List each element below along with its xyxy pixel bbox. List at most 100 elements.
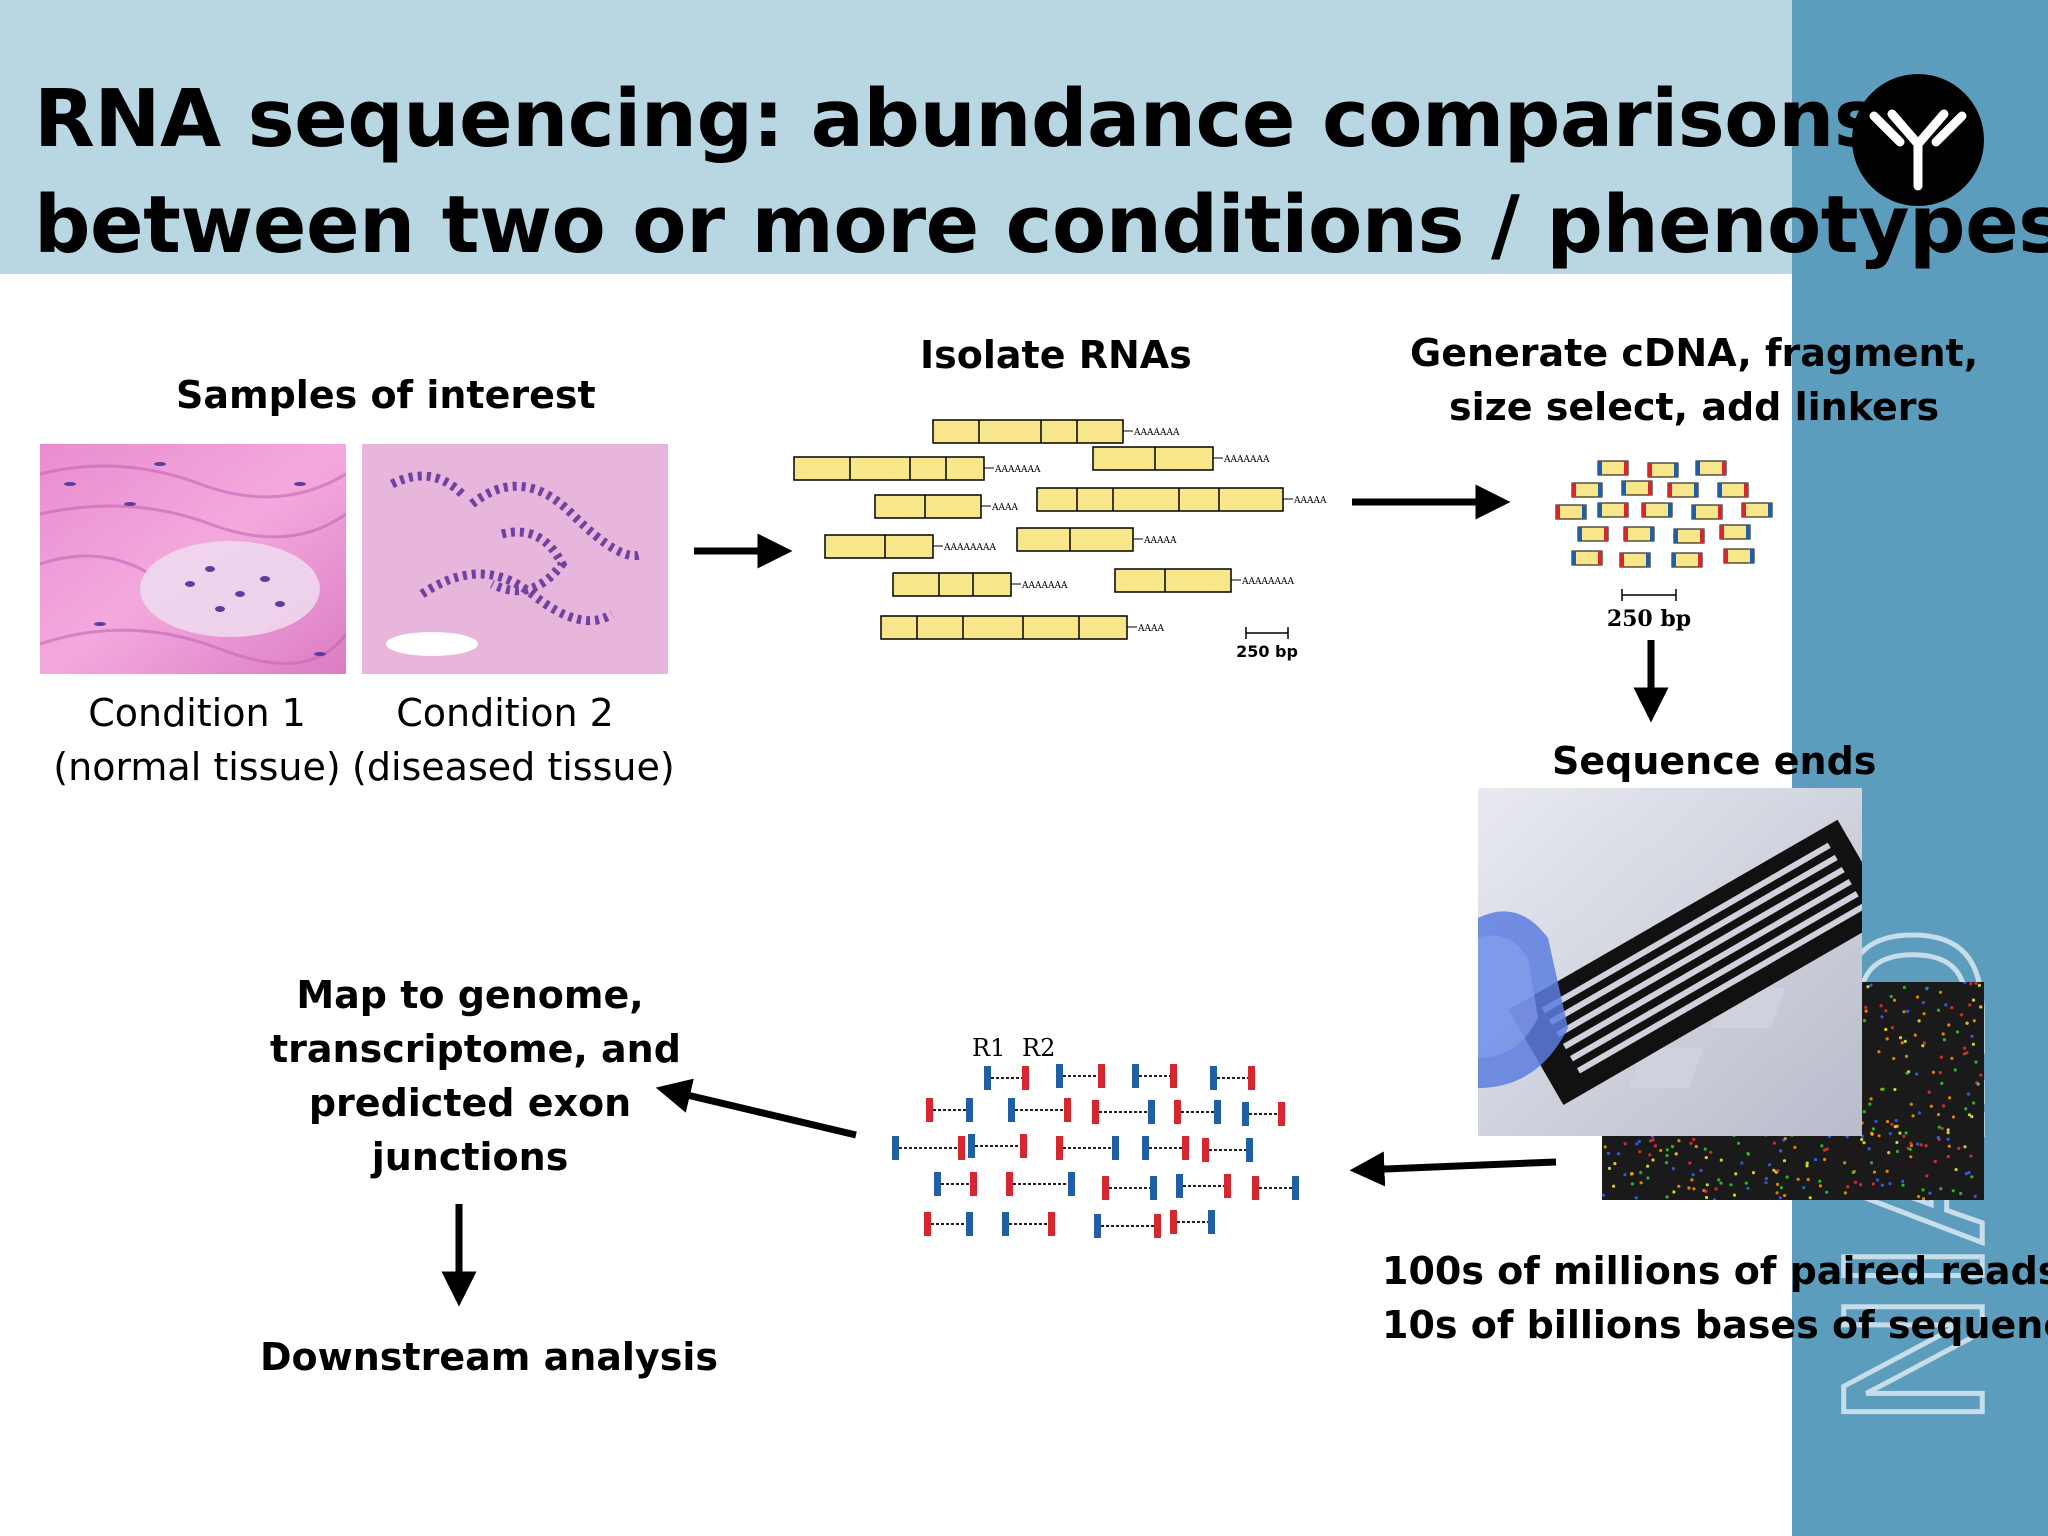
polya-tail-label: AAAAAAA bbox=[1021, 581, 1068, 591]
condition-1-caption: Condition 1 (normal tissue) bbox=[44, 686, 350, 794]
arrow-reads-to-map bbox=[655, 1078, 857, 1139]
paired-read bbox=[1132, 1064, 1177, 1088]
paired-read bbox=[1252, 1176, 1299, 1200]
cdna-fragment bbox=[1597, 460, 1629, 476]
polya-tail-label: AAAAAAAA bbox=[1241, 577, 1294, 587]
map-label: Map to genome, transcriptome, and predic… bbox=[270, 968, 681, 1184]
cdna-fragment bbox=[1577, 526, 1609, 542]
downstream-label: Downstream analysis bbox=[260, 1335, 718, 1379]
cdna-fragment bbox=[1571, 550, 1603, 566]
cdna-fragment bbox=[1741, 502, 1773, 518]
sequence-label: Sequence ends bbox=[1552, 739, 1877, 783]
rna-scale-bar: 250 bp bbox=[1236, 627, 1298, 661]
polya-tail-label: AAAA bbox=[1137, 624, 1164, 634]
condition-2-caption: Condition 2 (diseased tissue) bbox=[352, 686, 675, 794]
cdna-fragment bbox=[1619, 552, 1651, 568]
condition-1-name: Condition 1 bbox=[88, 691, 306, 735]
rna-transcripts-panel: AAAAAAAAAAAAAAAAAAAAAAAAAAAAAAAAAAAAAAAA… bbox=[793, 419, 1327, 661]
cdna-fragment bbox=[1691, 504, 1723, 520]
cdna-fragments-panel: 250 bp bbox=[1555, 460, 1773, 632]
rna-transcript: AAAAAAAA bbox=[1114, 568, 1294, 593]
title-banner bbox=[0, 0, 1792, 274]
cdna-fragment bbox=[1667, 482, 1699, 498]
rna-transcript: AAAAA bbox=[1036, 487, 1327, 512]
condition-1-desc: (normal tissue) bbox=[53, 745, 341, 789]
tissue-image-condition-2 bbox=[362, 444, 668, 674]
reads-line-1: 100s of millions of paired reads bbox=[1382, 1249, 2048, 1293]
paired-read bbox=[984, 1066, 1029, 1090]
title-line-2: between two or more conditions / phenoty… bbox=[34, 179, 2048, 271]
cdna-fragment bbox=[1621, 480, 1653, 496]
paired-read bbox=[1242, 1102, 1285, 1126]
cdna-fragment bbox=[1623, 526, 1655, 542]
paired-read bbox=[1202, 1138, 1253, 1162]
rna-transcript: AAAAA bbox=[1016, 527, 1177, 552]
paired-read bbox=[934, 1172, 977, 1196]
cdna-fragment bbox=[1641, 502, 1673, 518]
map-line-1: Map to genome, bbox=[296, 973, 644, 1017]
paired-read bbox=[1056, 1136, 1119, 1160]
samples-label: Samples of interest bbox=[176, 373, 596, 417]
reads-line-2: 10s of billions bases of sequence bbox=[1382, 1303, 2048, 1347]
paired-read bbox=[924, 1212, 973, 1236]
sidebar-band bbox=[1792, 0, 2048, 1536]
map-line-4: junctions bbox=[371, 1135, 569, 1179]
cdna-fragment bbox=[1555, 504, 1587, 520]
paired-read bbox=[1210, 1066, 1255, 1090]
title-line-1: RNA sequencing: abundance comparisons bbox=[34, 73, 1881, 165]
rna-scale-label: 250 bp bbox=[1236, 642, 1298, 661]
tissue-image-condition-1 bbox=[39, 444, 348, 674]
flow-cell-photo bbox=[1478, 788, 1893, 1136]
map-line-2: transcriptome, and bbox=[270, 1027, 681, 1071]
arrow-sequence-to-reads bbox=[1349, 1151, 1557, 1187]
paired-read bbox=[1176, 1174, 1231, 1198]
polya-tail-label: AAAAAAA bbox=[1223, 455, 1270, 465]
cdna-fragment bbox=[1647, 462, 1679, 478]
cdna-fragment bbox=[1723, 548, 1755, 564]
paired-read bbox=[1002, 1212, 1055, 1236]
generate-label: Generate cDNA, fragment, size select, ad… bbox=[1410, 326, 1978, 434]
polya-tail-label: AAAAAAA bbox=[1133, 428, 1180, 438]
generate-line-1: Generate cDNA, fragment, bbox=[1410, 331, 1979, 375]
slide-title: RNA sequencing: abundance comparisons be… bbox=[34, 66, 2048, 278]
condition-2-desc: (diseased tissue) bbox=[352, 745, 675, 789]
read2-label: R2 bbox=[1022, 1034, 1055, 1062]
antibody-logo bbox=[1852, 74, 1984, 206]
rna-transcript: AAAAAAA bbox=[892, 572, 1068, 597]
paired-read bbox=[1008, 1098, 1071, 1122]
cdna-fragment bbox=[1597, 502, 1629, 518]
paired-read bbox=[1056, 1064, 1105, 1088]
polya-tail-label: AAAAA bbox=[1143, 536, 1177, 546]
generate-line-2: size select, add linkers bbox=[1449, 385, 1940, 429]
paired-read bbox=[1102, 1176, 1157, 1200]
read1-label: R1 bbox=[972, 1034, 1005, 1062]
polya-tail-label: AAAAAAAA bbox=[943, 543, 996, 553]
polya-tail-label: AAAA bbox=[991, 503, 1018, 513]
paired-reads-panel: R1 R2 bbox=[892, 1034, 1299, 1238]
rna-transcript: AAAA bbox=[880, 615, 1164, 640]
cdna-fragment bbox=[1671, 552, 1703, 568]
cdna-fragment bbox=[1571, 482, 1603, 498]
paired-read bbox=[1174, 1100, 1221, 1124]
paired-read bbox=[1142, 1136, 1189, 1160]
rna-transcript: AAAAAAA bbox=[1092, 446, 1270, 471]
fragment-scale-label: 250 bp bbox=[1607, 606, 1691, 632]
rna-transcript: AAAAAAA bbox=[793, 456, 1041, 481]
reads-summary: 100s of millions of paired reads 10s of … bbox=[1382, 1244, 2048, 1352]
paired-read bbox=[892, 1136, 965, 1160]
polya-tail-label: AAAAAAA bbox=[994, 465, 1041, 475]
condition-2-name: Condition 2 bbox=[396, 691, 614, 735]
rna-transcript: AAAAAAAA bbox=[824, 534, 996, 559]
paired-read bbox=[1006, 1172, 1075, 1196]
cdna-fragment bbox=[1717, 482, 1749, 498]
polya-tail-label: AAAAA bbox=[1293, 496, 1327, 506]
paired-read bbox=[1170, 1210, 1215, 1234]
rna-transcript: AAAAAAA bbox=[932, 419, 1180, 444]
paired-read bbox=[1094, 1214, 1161, 1238]
paired-read bbox=[968, 1134, 1027, 1158]
isolate-label: Isolate RNAs bbox=[920, 333, 1192, 377]
paired-read bbox=[1092, 1100, 1155, 1124]
paired-read bbox=[926, 1098, 973, 1122]
fragment-scale-bar: 250 bp bbox=[1607, 589, 1691, 632]
antibody-icon bbox=[1869, 109, 1967, 191]
